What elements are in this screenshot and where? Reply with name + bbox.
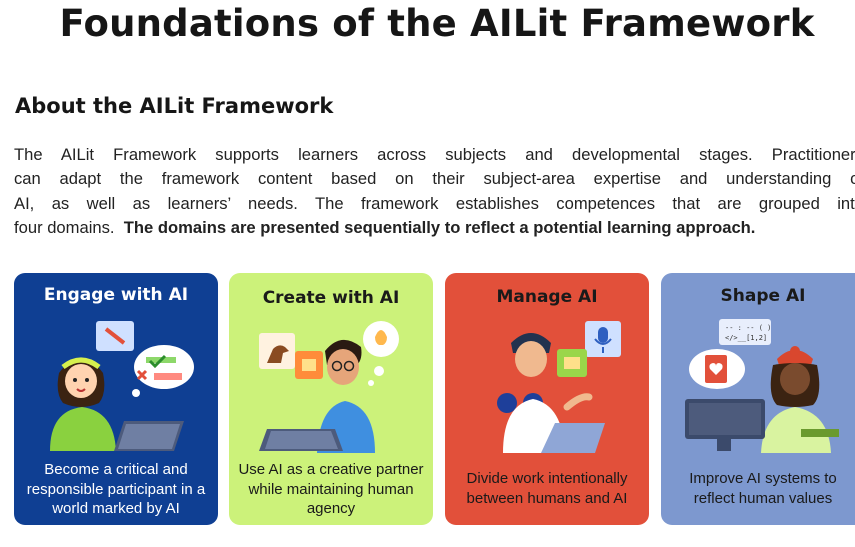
face-shape	[65, 364, 97, 398]
creator-laptop-illustration	[259, 321, 399, 453]
shaper-monitor-illustration: -- : -- ( ) </>__[1,2]	[685, 319, 839, 453]
domain-card-description: Divide work intentionally between humans…	[466, 470, 628, 507]
beanie-shape	[777, 350, 813, 365]
learner-laptop-illustration	[50, 321, 194, 451]
page-title: Foundations of the AILit Framework	[59, 2, 815, 45]
domain-card-manage: Manage AI Divide work intentionally betw…	[445, 273, 649, 525]
code-bubble-line: -- : -- ( )	[725, 324, 771, 332]
domain-cards: Engage with AI Become a critical and res…	[14, 273, 855, 525]
intro-emphasis: The domains are presented sequentially t…	[123, 217, 756, 237]
face-shape	[515, 341, 547, 377]
face-shape	[780, 363, 810, 395]
section-heading-about: About the AILit Framework	[15, 94, 334, 118]
cross-icon	[136, 369, 148, 381]
intro-paragraph: The AILit Framework supports learners ac…	[14, 143, 855, 243]
face-shape	[327, 349, 359, 385]
domain-card-title: Shape AI	[720, 286, 806, 306]
domain-card-description: Become a critical and responsible partic…	[26, 461, 206, 517]
domain-card-engage: Engage with AI Become a critical and res…	[14, 273, 218, 525]
laptop-icon	[541, 423, 605, 453]
domain-card-title: Engage with AI	[43, 285, 189, 305]
headphones-icon	[497, 393, 517, 413]
code-bubble-line: </>__[1,2]	[725, 334, 767, 342]
intro-line-text: four domains.	[14, 217, 115, 237]
domain-card-title: Create with AI	[262, 288, 400, 308]
domain-card-title: Manage AI	[496, 287, 598, 307]
prohibited-icon	[104, 327, 126, 345]
thought-cloud-icon	[134, 345, 194, 389]
domain-card-description: Improve AI systems to reflect human valu…	[689, 470, 837, 507]
intro-line: four domains. The domains are presented …	[14, 216, 855, 240]
domain-card-shape: Shape AI -- : -- ( ) </>__[1,2] Improve …	[661, 273, 855, 525]
check-icon	[148, 354, 167, 369]
domain-card-create: Create with AI Use AI as a creative part…	[229, 273, 433, 525]
domain-card-description: Use AI as a creative partner while maint…	[238, 461, 424, 517]
sweater-shape	[761, 407, 831, 453]
shirt-shape	[50, 407, 116, 451]
manager-laptop-illustration	[497, 321, 621, 453]
intro-line: The AILit Framework supports learners ac…	[14, 145, 855, 164]
intro-line: can adapt the framework content based on…	[14, 169, 855, 189]
code-bubble-icon	[719, 319, 771, 345]
intro-line: AI, as well as learners’ needs. The fram…	[14, 193, 855, 213]
